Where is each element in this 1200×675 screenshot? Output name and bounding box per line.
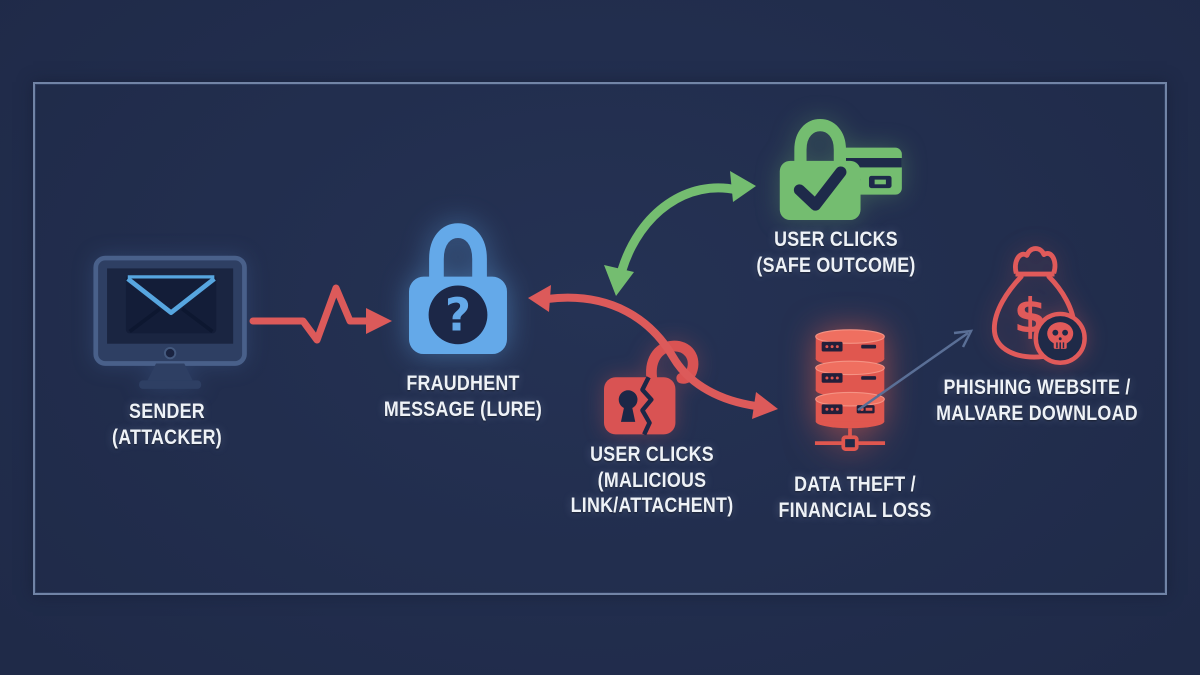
label-line: (SAFE OUTCOME) [756, 253, 916, 277]
lock-check-card-icon [779, 119, 902, 220]
label-line: MESSAGE (LURE) [383, 397, 543, 421]
label-line: (ATTACKER) [112, 425, 222, 449]
label-line: MALVARE DOWNLOAD [936, 401, 1138, 425]
phishing-label: PHISHING WEBSITE / MALVARE DOWNLOAD [935, 375, 1139, 426]
lure-label: FRAUDHENT MESSAGE (LURE) [361, 371, 565, 422]
label-line: FINANCIAL LOSS [778, 498, 932, 522]
label-line: (MALICIOUS [597, 468, 707, 492]
theft-label: DATA THEFT / FINANCIAL LOSS [753, 472, 957, 523]
node-phishing: $ [982, 244, 1088, 366]
question-glyph: ? [445, 289, 471, 342]
monitor-email-icon [93, 255, 247, 389]
broken-lock-icon [604, 340, 699, 436]
label-line: SENDER [129, 400, 205, 423]
label-line: FRAUDHENT [406, 372, 520, 395]
sender-label: SENDER (ATTACKER) [65, 399, 269, 450]
node-theft [809, 326, 891, 453]
node-lure: ? [404, 212, 512, 357]
diagram-frame [33, 82, 1167, 595]
node-malicious [600, 338, 708, 438]
node-safe [772, 112, 904, 220]
label-line: LINK/ATTACHENT) [570, 494, 734, 517]
label-line: USER CLICKS [590, 443, 714, 466]
lock-question-icon: ? [409, 223, 507, 355]
label-line: DATA THEFT / [794, 473, 916, 496]
money-bag-skull-icon: $ [991, 246, 1087, 365]
safe-label: USER CLICKS (SAFE OUTCOME) [734, 227, 938, 278]
label-line: PHISHING WEBSITE / [943, 376, 1131, 399]
label-line: USER CLICKS [774, 228, 898, 251]
malicious-label: USER CLICKS (MALICIOUS LINK/ATTACHENT) [550, 442, 754, 519]
database-icon [814, 329, 886, 451]
skull-badge [1033, 311, 1087, 365]
node-sender [92, 254, 252, 392]
